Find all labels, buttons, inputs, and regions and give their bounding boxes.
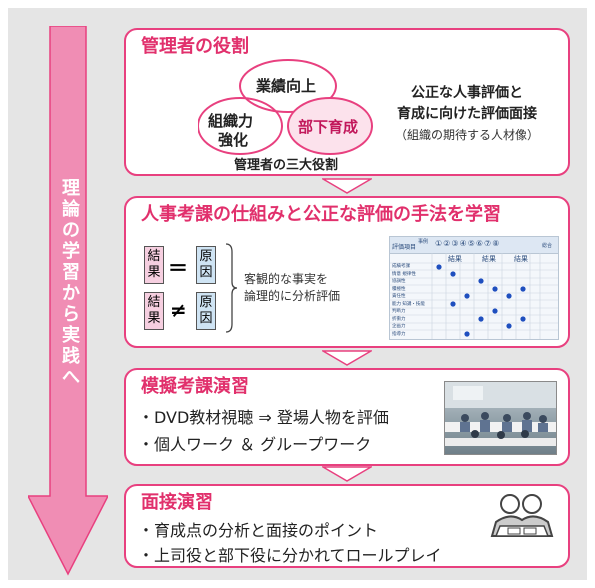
sheet-number: ④ <box>459 239 468 248</box>
cause-box: 原因 <box>196 246 216 284</box>
equals-sign: ＝ <box>168 256 188 280</box>
arrow-char: の <box>62 220 80 241</box>
arrow-char: か <box>62 283 80 304</box>
sheet-row-label: 折衝力 <box>392 316 406 322</box>
note-line-2: 論理的に分析評価 <box>244 289 341 303</box>
arrow-char: ら <box>62 304 80 325</box>
sheet-grid <box>390 253 558 339</box>
sheet-group-label: 結果 <box>482 255 496 263</box>
classroom-photo <box>444 381 557 455</box>
bullet-item: ・個人ワーク ＆ グループワーク <box>138 435 372 454</box>
progress-arrow <box>28 26 108 576</box>
arrow-char: 理 <box>62 178 80 199</box>
sheet-row-label: 協調性 <box>392 279 406 284</box>
sheet-row-label: 情意 規律性 <box>392 271 416 277</box>
sheet-number: ⑧ <box>492 239 501 248</box>
sheet-number: ② <box>443 239 452 248</box>
card-interview-practice: 面接演習 ・育成点の分析と面接のポイント ・上司役と部下役に分かれてロールプレイ <box>124 484 570 568</box>
arrow-char: 論 <box>62 199 80 220</box>
sheet-numbers: ①②③④⑤⑥⑦⑧ <box>435 239 500 248</box>
bullet-item: ・DVD教材視聴 ⇒ 登場人物を評価 <box>138 408 389 427</box>
sheet-header-left: 評価項目 <box>392 244 417 251</box>
sheet-row-label: 指導力 <box>392 331 406 337</box>
sheet-header-total: 総合 <box>542 243 553 249</box>
arrow-char: 実 <box>62 325 80 346</box>
venn-caption: 管理者の三大役割 <box>234 158 339 173</box>
cause-box: 原因 <box>196 292 216 330</box>
right-note: （組織の期待する人材像） <box>395 128 540 142</box>
down-arrow-3 <box>322 466 372 482</box>
arrow-char: へ <box>62 367 80 388</box>
result-box: 結果 <box>144 292 164 330</box>
card-title: 面接演習 <box>141 492 213 513</box>
venn-right-label: 部下育成 <box>298 118 359 136</box>
venn-left-label-1: 組織力 <box>208 112 254 130</box>
bullet-item: ・上司役と部下役に分かれてロールプレイ <box>138 546 442 565</box>
card-title: 模擬考課演習 <box>141 376 249 397</box>
sheet-row-label: 責任性 <box>392 294 406 299</box>
card-appraisal-system: 人事考課の仕組みと公正な評価の手法を学習 結果 ＝ 原因 結果 ≠ 原因 客観的… <box>124 196 570 348</box>
arrow-char: 習 <box>62 262 80 283</box>
down-arrow-2 <box>322 350 372 366</box>
sheet-group-label: 結果 <box>514 255 528 263</box>
venn-diagram <box>198 59 373 155</box>
sheet-number: ⑥ <box>475 239 485 248</box>
not-equal-sign: ≠ <box>170 298 187 322</box>
evaluation-sheet: 評価項目 事例 ①②③④⑤⑥⑦⑧ 総合 結果 結果 結果 成績考課 情意 規律性… <box>389 236 559 340</box>
bullet-item: ・育成点の分析と面接のポイント <box>138 521 379 540</box>
arrow-char: 践 <box>62 346 80 367</box>
right-heading-1: 公正な人事評価と <box>411 85 523 101</box>
arrow-vertical-text: 理 論 の 学 習 か ら 実 践 へ <box>58 178 84 388</box>
right-heading-2: 育成に向けた評価面接 <box>397 106 537 122</box>
card-managers-role: 管理者の役割 業績向上 組織力 強化 部下育成 管理者の三大役割 公正な人事評価… <box>124 28 570 176</box>
sheet-row-labels: 成績考課 情意 規律性 協調性 積極性 責任性 能力 知識・技能 判断力 折衝力… <box>392 263 425 338</box>
sheet-number: ⑤ <box>467 239 476 248</box>
sheet-row-label: 積極性 <box>392 286 406 292</box>
sheet-row-label: 成績考課 <box>392 264 410 269</box>
arrow-char: 学 <box>62 241 80 262</box>
card-title: 管理者の役割 <box>141 36 249 57</box>
venn-top-label: 業績向上 <box>256 77 317 95</box>
interview-icon <box>490 494 554 537</box>
sheet-number: ⑦ <box>484 239 493 248</box>
result-box: 結果 <box>144 246 164 284</box>
sheet-row-label: 能力 知識・技能 <box>392 301 425 307</box>
note-line-1: 客観的な事実を <box>244 272 329 286</box>
curly-brace <box>225 243 238 333</box>
sheet-row-label: 判断力 <box>392 309 406 314</box>
card-title: 人事考課の仕組みと公正な評価の手法を学習 <box>141 204 501 225</box>
sheet-row-label: 企画力 <box>392 324 406 329</box>
venn-left-label-2: 強化 <box>218 131 249 149</box>
sheet-number: ① <box>435 239 444 248</box>
sheet-header-mid: 事例 <box>418 239 429 245</box>
down-arrow-1 <box>322 178 372 194</box>
sheet-number: ③ <box>451 239 460 248</box>
sheet-group-label: 結果 <box>448 255 462 263</box>
